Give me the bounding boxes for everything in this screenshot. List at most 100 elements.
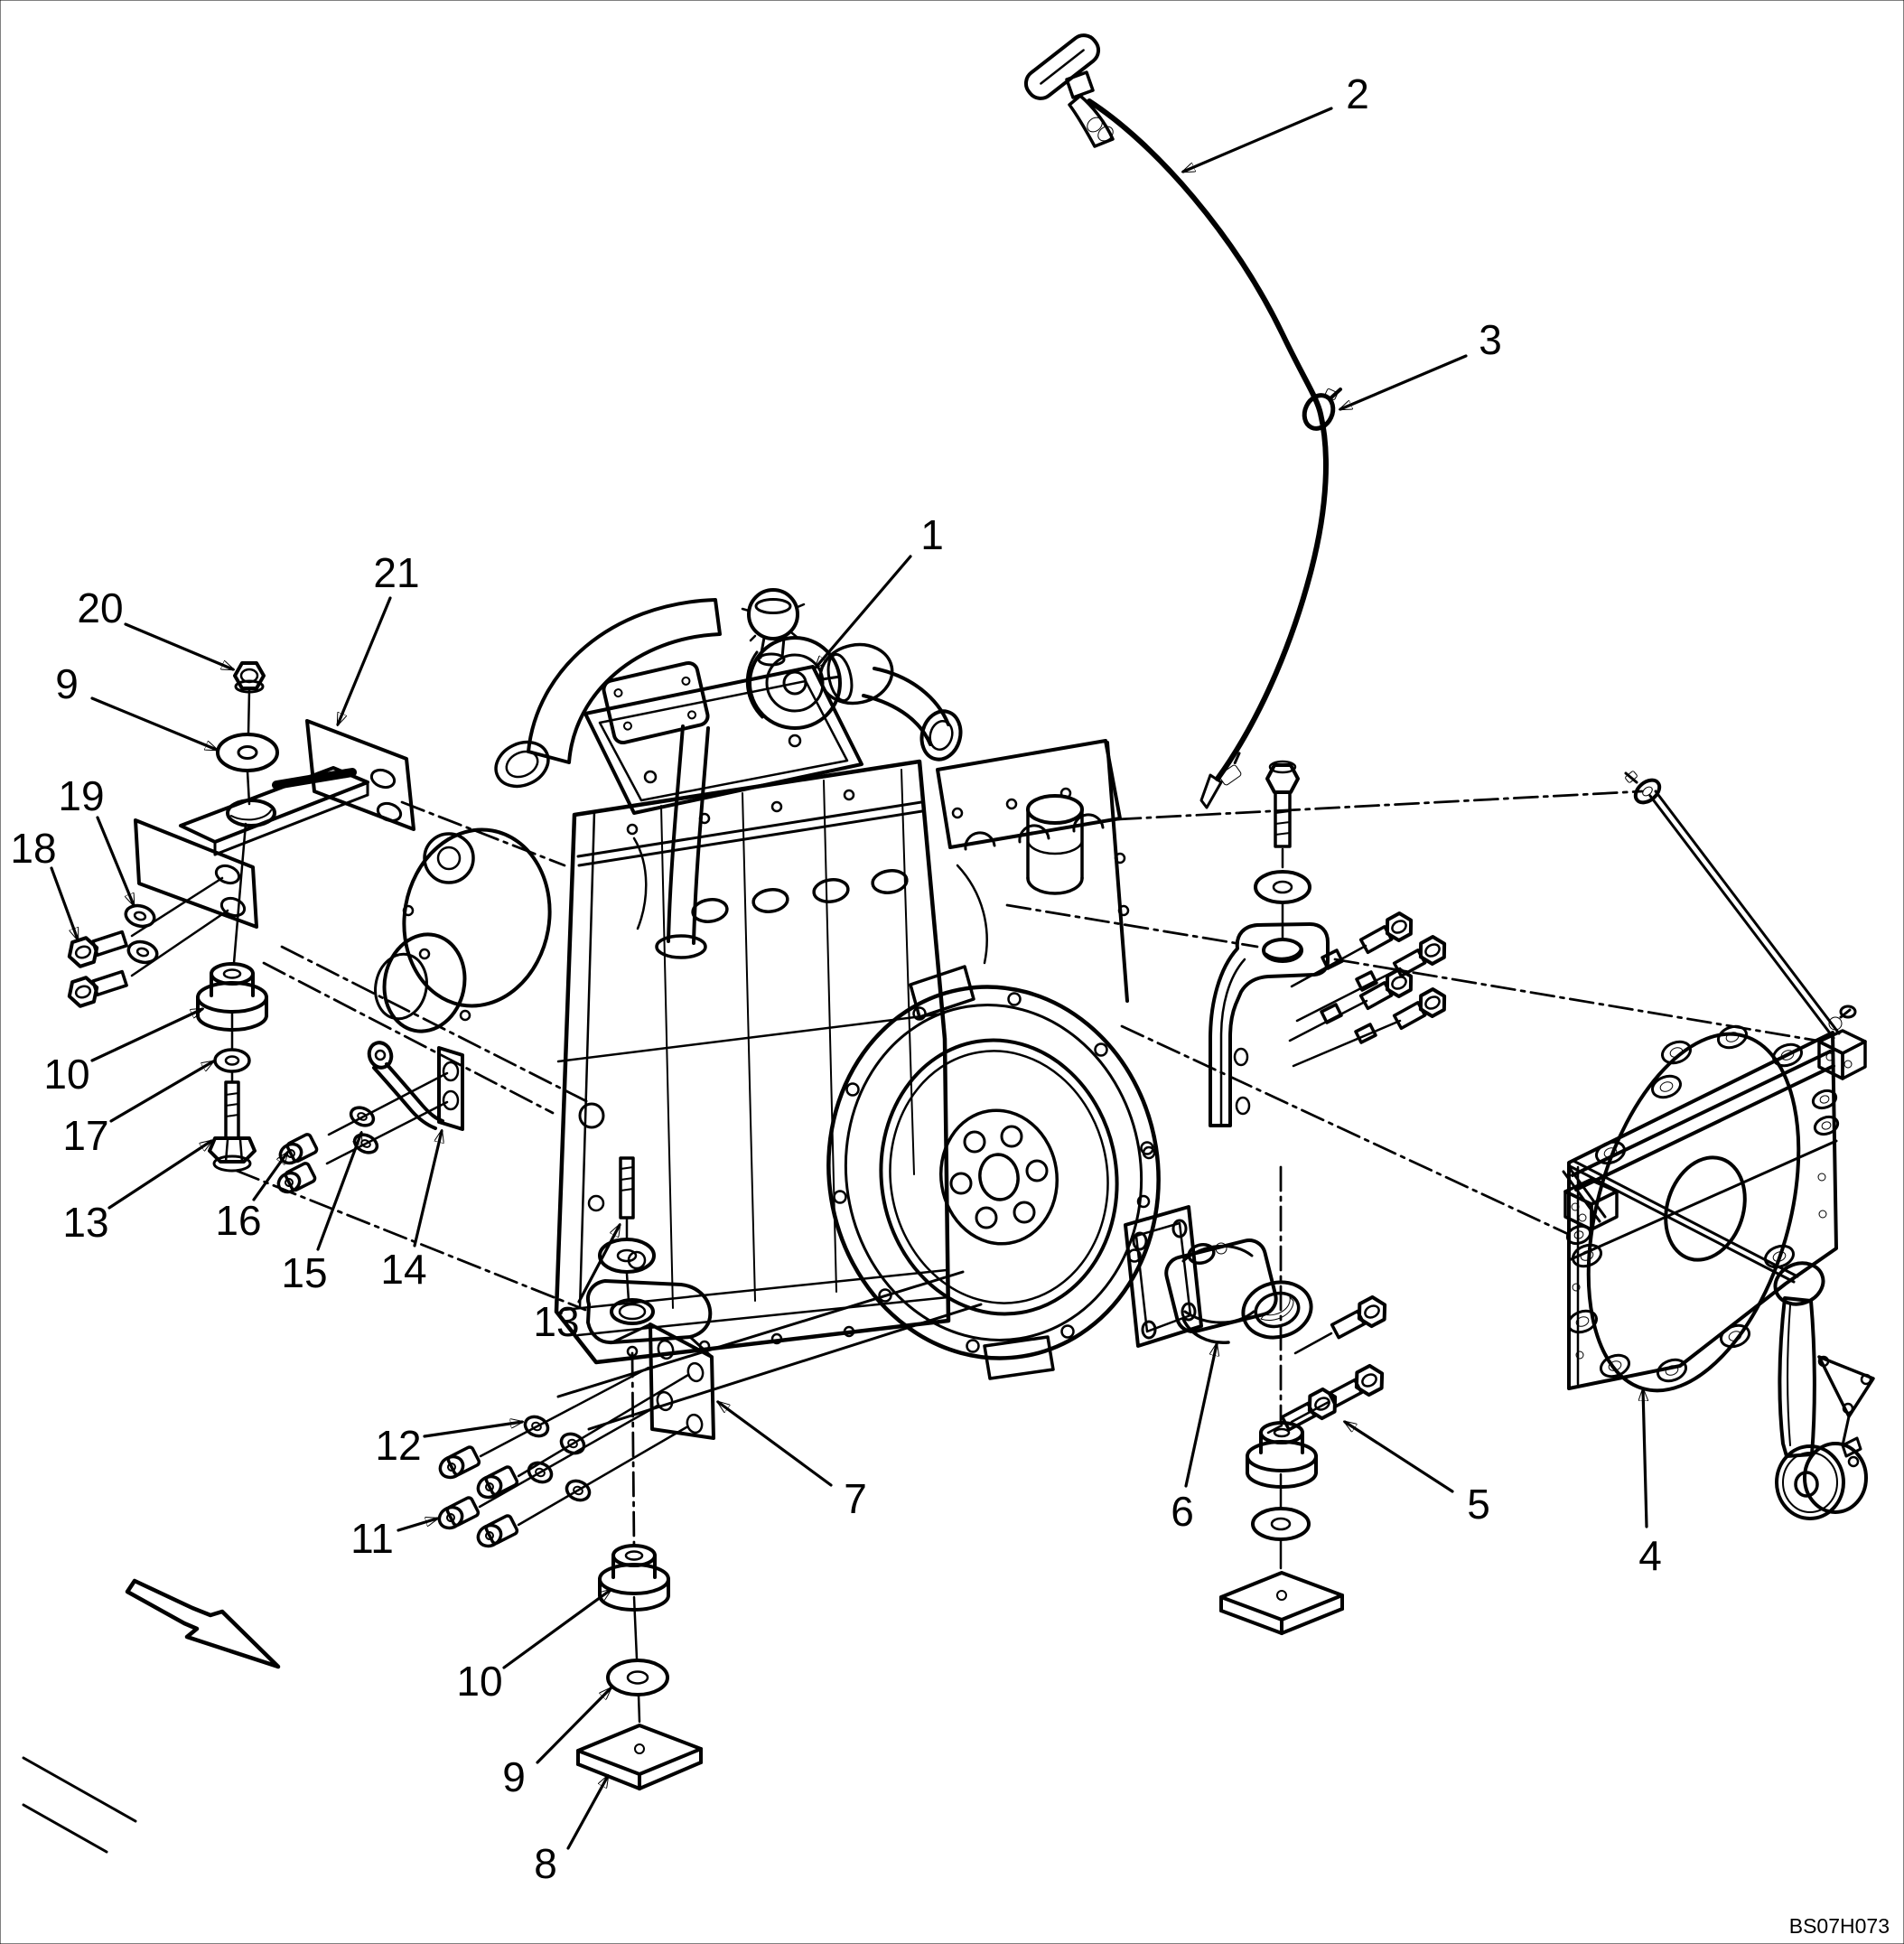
rubber-mount-10-bottom	[598, 1544, 670, 1660]
rubber-mount-right	[1246, 1421, 1318, 1509]
callout-label-19: 19	[58, 772, 104, 819]
washer-17	[213, 1048, 251, 1073]
square-pad-right	[1219, 1571, 1344, 1635]
callout-leader-19	[96, 816, 135, 905]
engine-downpipe	[655, 724, 710, 959]
bell-crank	[1773, 1261, 1868, 1520]
stud-13-bottom	[619, 1156, 635, 1239]
engine-turbocharger	[745, 636, 894, 730]
callout-leader-11	[397, 1519, 437, 1532]
direction-arrow	[125, 1578, 281, 1669]
dipstick-handle	[1023, 33, 1101, 100]
callout-label-9: 9	[502, 1753, 526, 1800]
callout-label-7: 7	[844, 1475, 867, 1522]
dipstick-tip-clip	[1218, 752, 1242, 786]
callout-label-17: 17	[62, 1112, 108, 1159]
callout-leader-2	[1183, 107, 1333, 173]
callout-leader-14	[413, 1131, 442, 1248]
dipstick-tip	[1199, 773, 1223, 809]
callout-leader-8	[566, 1776, 610, 1850]
callout-leader-9	[90, 696, 217, 752]
dipstick-tube-fill	[1087, 98, 1329, 781]
mount-bracket-21	[134, 719, 415, 929]
callout-label-8: 8	[534, 1840, 557, 1887]
dipstick	[1023, 33, 1342, 809]
callout-label-2: 2	[1346, 70, 1369, 117]
engine-fuel-filter	[1026, 794, 1084, 895]
callout-label-16: 16	[215, 1197, 261, 1244]
callout-label-13: 13	[62, 1199, 108, 1246]
flywheel-housing	[826, 985, 1161, 1360]
chassis-plate	[1567, 1031, 1838, 1390]
callout-leader-5	[1345, 1420, 1454, 1493]
callout-label-11: 11	[350, 1515, 394, 1562]
callout-leader-17	[109, 1060, 213, 1123]
center-opening	[1664, 1155, 1747, 1262]
linkage-rods	[1568, 771, 1841, 1284]
washers-12	[523, 1415, 592, 1502]
callout-leader-20	[124, 622, 233, 671]
chassis-plate-assembly	[1562, 771, 1875, 1520]
callout-label-10: 10	[456, 1658, 502, 1705]
dipstick-tube-outline	[1087, 98, 1329, 781]
bracket-7	[586, 1279, 715, 1440]
callout-label-10: 10	[43, 1051, 89, 1098]
washer-above-bracket-7	[598, 1238, 656, 1303]
engine-exhaust-elbow	[862, 667, 963, 762]
triangular-frame	[1817, 1355, 1875, 1447]
callout-label-21: 21	[373, 549, 419, 596]
engine	[374, 588, 1161, 1380]
dipstick-cup	[1068, 94, 1115, 148]
figure-code: BS07H073	[1789, 1914, 1890, 1938]
callout-label-12: 12	[375, 1422, 421, 1469]
engine-block	[554, 759, 951, 1365]
right-mount-bolt	[1265, 760, 1300, 869]
callout-leader-9	[536, 1688, 611, 1764]
callout-label-15: 15	[281, 1249, 327, 1296]
right-mount-assembly	[1209, 760, 1447, 1127]
washers-19	[124, 903, 159, 965]
engine-valve-cover	[583, 665, 863, 815]
engine-mount-pads	[909, 965, 1156, 1380]
engine-filler-cap	[741, 588, 806, 667]
roller-back	[1803, 1442, 1868, 1514]
bottom-mount-assembly	[437, 1156, 715, 1790]
nut	[233, 661, 266, 694]
rod-end-clamp	[1624, 771, 1662, 805]
top-left-mount-assembly	[67, 661, 415, 1173]
callout-label-20: 20	[77, 584, 123, 631]
ujoint-flange	[1124, 1205, 1203, 1348]
washers-15	[349, 1106, 379, 1154]
dipstick-collar	[1065, 70, 1095, 99]
support-beam	[1562, 1005, 1867, 1231]
callout-leader-10	[502, 1590, 611, 1669]
callout-leader-16	[252, 1153, 287, 1201]
dipstick-clip-upper2	[1097, 126, 1114, 142]
washer-9-top	[216, 733, 279, 772]
callout-label-6: 6	[1171, 1488, 1194, 1535]
bracket-bolts	[1288, 911, 1447, 1068]
bolt-13-left	[208, 1080, 257, 1173]
bolts-5	[1266, 1294, 1387, 1435]
callout-leader-13	[577, 1225, 621, 1304]
callout-label-13: 13	[533, 1298, 579, 1345]
engine-manifold	[632, 739, 1130, 1003]
washer-right	[1251, 1507, 1311, 1570]
callout-label-14: 14	[380, 1246, 426, 1293]
callout-label-3: 3	[1479, 316, 1502, 363]
engine-intake-horn	[494, 598, 722, 789]
callout-leader-12	[423, 1422, 522, 1438]
bolts-18	[67, 876, 229, 1008]
callout-label-1: 1	[920, 511, 944, 558]
bolts-11	[437, 1366, 690, 1548]
dipstick-clamp	[1302, 388, 1342, 431]
washer-9-bottom	[606, 1659, 669, 1724]
ujoint-assembly	[1124, 1205, 1387, 1635]
engine-cover-plate	[602, 660, 710, 745]
callout-label-18: 18	[10, 825, 56, 872]
callout-label-4: 4	[1638, 1532, 1662, 1579]
bracket-14-assembly	[276, 1041, 464, 1194]
circle-bolts	[1565, 1024, 1840, 1383]
